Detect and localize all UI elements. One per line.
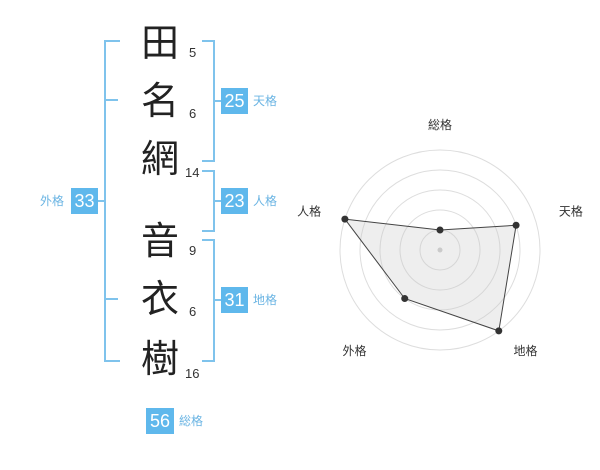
name-char-4: 音: [140, 219, 179, 263]
name-char-5: 衣: [140, 277, 179, 321]
tenkaku-value: 25: [221, 88, 248, 114]
soukaku-label: 総格: [179, 414, 204, 428]
name-char-6: 樹: [140, 337, 179, 381]
chikaku-connector: [213, 299, 221, 301]
radar-axis-label-3: 地格: [513, 343, 537, 358]
tenkaku-label: 天格: [253, 94, 278, 108]
radar-point-1: [436, 226, 444, 234]
radar-axis-label-4: 外格: [343, 343, 367, 358]
gaikaku-label: 外格: [40, 194, 65, 208]
name-char-2: 名: [140, 79, 179, 123]
stroke-count-2: 6: [189, 106, 197, 121]
stroke-count-4: 9: [189, 243, 197, 258]
chikaku-label: 地格: [253, 293, 278, 307]
jinkaku-connector: [213, 200, 221, 202]
stroke-count-5: 6: [189, 304, 197, 319]
gaikaku-value: 33: [71, 188, 98, 214]
chikaku-value: 31: [221, 287, 248, 313]
radar-point-5: [341, 215, 349, 223]
radar-ring: [379, 189, 501, 311]
stroke-count-3: 14: [185, 165, 200, 180]
radar-point-3: [495, 327, 503, 335]
gaikaku-connector: [98, 200, 106, 202]
soukaku-value: 56: [146, 408, 174, 434]
radar-center: [437, 247, 443, 253]
gaikaku-bracket-tick: [104, 99, 118, 101]
tenkaku-connector: [213, 100, 221, 102]
radar-polygon: [343, 218, 517, 332]
radar-axis-label-1: 総格: [428, 117, 452, 132]
radar-axis-label-5: 人格: [297, 203, 321, 218]
jinkaku-label: 人格: [253, 194, 278, 208]
name-char-3: 網: [140, 137, 179, 181]
stroke-count-1: 5: [189, 45, 197, 60]
radar-ring: [359, 169, 521, 331]
radar-ring: [399, 209, 481, 291]
stroke-count-6: 16: [185, 366, 200, 381]
radar-point-2: [512, 221, 520, 229]
gaikaku-bracket-tick: [104, 298, 118, 300]
radar-point-4: [401, 295, 409, 303]
radar-axis-label-2: 天格: [559, 203, 583, 218]
jinkaku-value: 23: [221, 188, 248, 214]
radar-ring: [339, 149, 541, 351]
name-char-1: 田: [140, 21, 179, 65]
